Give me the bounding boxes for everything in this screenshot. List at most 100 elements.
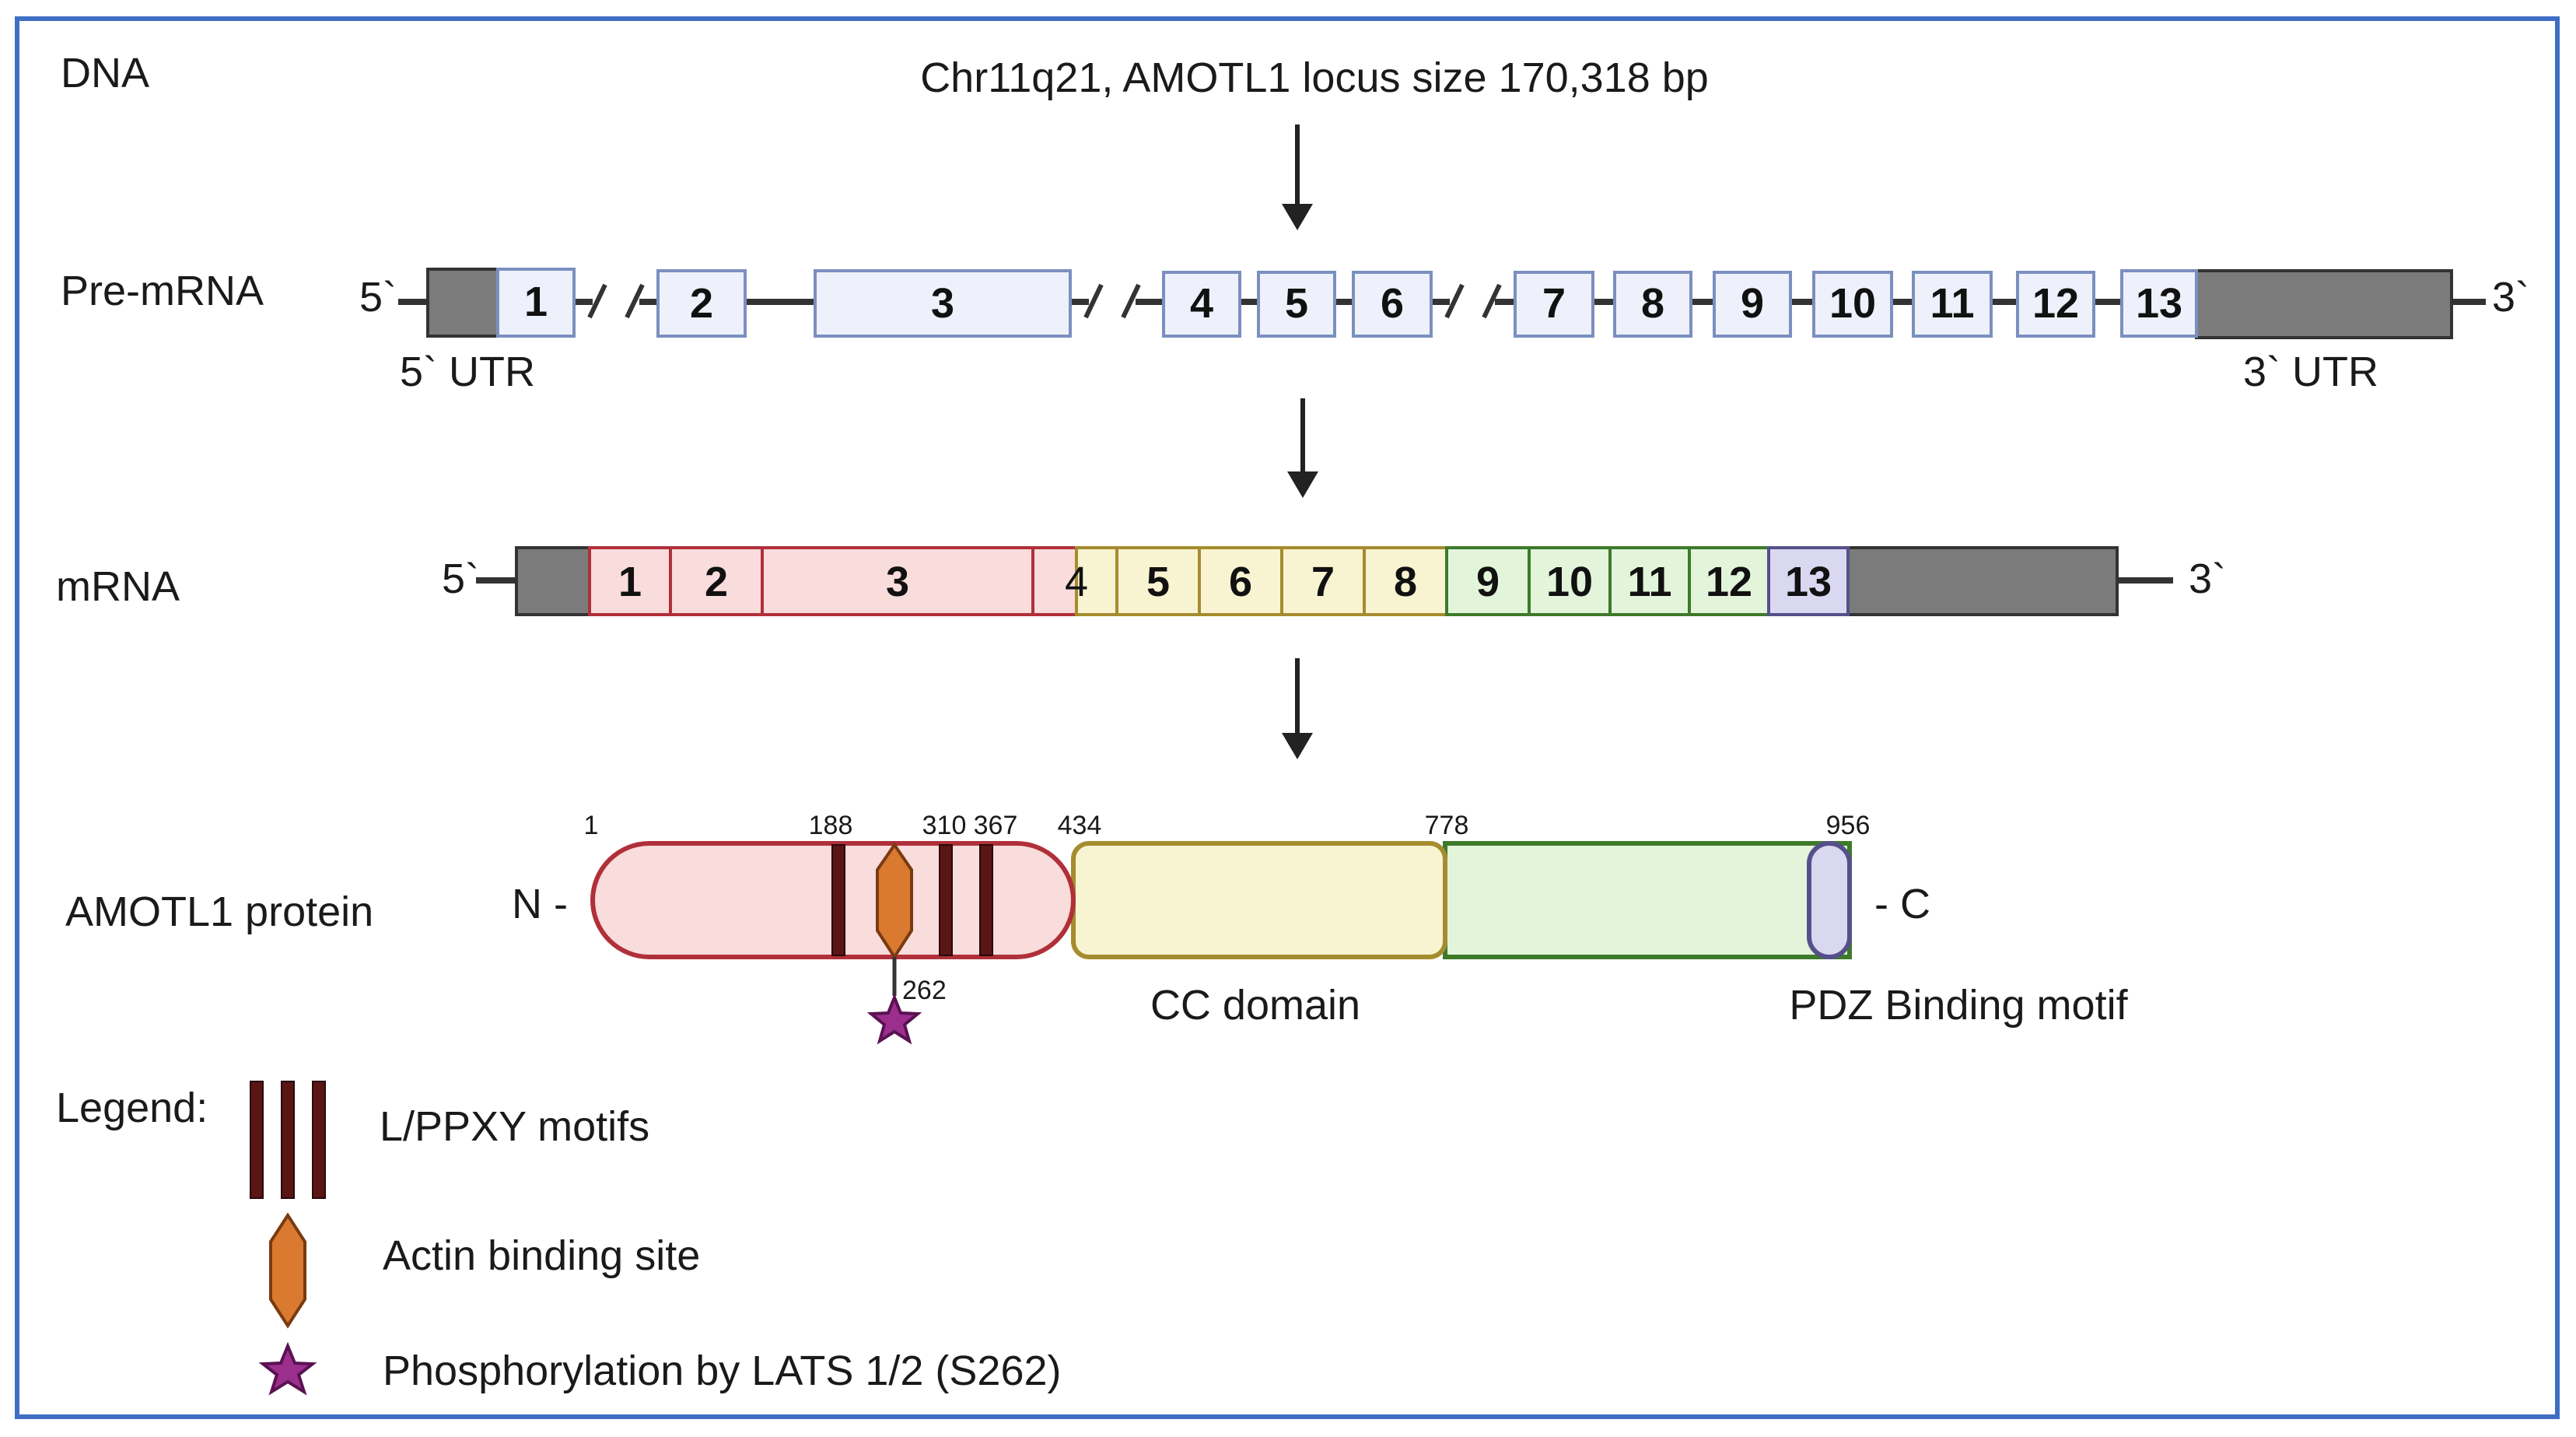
premrna-exon-10 [1812, 271, 1893, 338]
premrna-exon-10-num: 10 [1829, 280, 1876, 327]
premrna-label: Pre-mRNA [61, 268, 264, 314]
mrna-exon-9-num: 9 [1476, 559, 1500, 605]
pos-1: 1 [584, 811, 599, 840]
premrna-utr3-label: 3` UTR [2243, 349, 2378, 395]
premrna-exon-13 [2120, 269, 2198, 338]
pos-956: 956 [1826, 811, 1871, 840]
premrna-exon-3-num: 3 [931, 280, 954, 327]
protein-label: AMOTL1 protein [65, 888, 373, 935]
mrna-exon-2-num: 2 [705, 559, 728, 605]
pos-310: 310 [922, 811, 967, 840]
legend-title: Legend: [56, 1085, 208, 1131]
mrna-exon-7-num: 7 [1311, 559, 1335, 605]
premrna-utr5-block [426, 268, 499, 338]
mrna-exon-4-num: 4 [1065, 559, 1088, 605]
premrna-three-prime: 3` [2492, 274, 2529, 321]
motif-188 [831, 844, 845, 956]
mrna-exon-8-num: 8 [1394, 559, 1417, 605]
outer-frame [15, 16, 2560, 1419]
premrna-exon-11 [1912, 271, 1993, 338]
pos-778: 778 [1425, 811, 1469, 840]
mrna-exon-2 [669, 546, 764, 616]
mrna-exon-8 [1363, 546, 1448, 616]
arrow-mrna-to-protein [1282, 658, 1313, 759]
premrna-exon-13-num: 13 [2136, 280, 2182, 327]
premrna-exon-9 [1713, 271, 1792, 338]
pos-188: 188 [809, 811, 853, 840]
arrow-dna-to-premrna [1282, 124, 1313, 230]
mrna-exon-6-num: 6 [1229, 559, 1252, 605]
mrna-exon-3 [761, 546, 1034, 616]
premrna-exon-7 [1514, 271, 1594, 338]
pos-434: 434 [1058, 811, 1102, 840]
premrna-exon-2-num: 2 [690, 280, 713, 327]
motif-310 [939, 844, 953, 956]
premrna-exon-4-num: 4 [1190, 280, 1213, 327]
legend-actin-icon [269, 1212, 306, 1329]
premrna-exon-numbers: 1 2 3 4 5 6 7 8 9 10 11 12 13 [524, 279, 2182, 327]
protein-position-labels: 1 188 310 367 434 778 956 [584, 811, 1871, 840]
mrna-exon-12 [1688, 546, 1770, 616]
premrna-exon-3 [814, 269, 1072, 338]
dna-label: DNA [61, 50, 149, 96]
legend-actin-label: Actin binding site [383, 1232, 700, 1279]
premrna-five-prime: 5` [359, 274, 397, 321]
premrna-exon-2 [656, 269, 747, 338]
premrna-exon-8-num: 8 [1641, 280, 1664, 327]
mrna-exon-numbers: 1 2 3 4 5 6 7 8 9 10 11 12 13 [618, 559, 1832, 605]
protein-lppxy-motifs [831, 844, 993, 956]
mrna-three-prime: 3` [2189, 556, 2226, 602]
legend-motifs-label: L/PPXY motifs [380, 1103, 649, 1150]
phospho-star-icon [866, 993, 922, 1045]
mrna-exon-1 [588, 546, 672, 616]
mrna-exon-13 [1767, 546, 1850, 616]
mrna-exon-11-num: 11 [1627, 559, 1671, 605]
mrna-exon-5-num: 5 [1146, 559, 1170, 605]
mrna-utr5-block [515, 546, 591, 616]
legend-phospho-star-icon [258, 1341, 317, 1396]
protein-cc-domain-label: CC domain [1150, 982, 1360, 1029]
premrna-exon-1 [496, 268, 576, 338]
mrna-five-prime: 5` [442, 556, 479, 602]
protein-n-term: N - [512, 881, 568, 927]
mrna-utr3-block [1846, 546, 2119, 616]
legend-phospho-label: Phosphorylation by LATS 1/2 (S262) [383, 1348, 1062, 1394]
phospho-position-label: 262 [902, 976, 947, 1005]
premrna-exon-12 [2016, 271, 2095, 338]
protein-cc-domain [1071, 841, 1447, 959]
premrna-exon-5 [1257, 271, 1336, 338]
mrna-exon-10 [1528, 546, 1612, 616]
dna-locus-text: Chr11q21, AMOTL1 locus size 170,318 bp [920, 54, 1709, 101]
protein-c-term: - C [1874, 881, 1930, 927]
premrna-exon-4 [1162, 271, 1241, 338]
premrna-utr3-block [2195, 269, 2453, 339]
mrna-exons [588, 546, 1850, 616]
premrna-exon-8 [1613, 271, 1692, 338]
mrna-exon-3-num: 3 [886, 559, 909, 605]
protein-pdz-motif [1807, 841, 1852, 959]
premrna-exon-7-num: 7 [1542, 280, 1566, 327]
mrna-exon-6 [1198, 546, 1283, 616]
legend-motifs-icon [250, 1081, 326, 1199]
premrna-exon-6-num: 6 [1381, 280, 1404, 327]
premrna-exon-12-num: 12 [2032, 280, 2079, 327]
mrna-label: mRNA [56, 563, 180, 610]
premrna-exon-5-num: 5 [1285, 280, 1308, 327]
premrna-exon-9-num: 9 [1741, 280, 1764, 327]
premrna-exons [496, 268, 2198, 338]
premrna-intron-breaks [587, 283, 1502, 319]
mrna-exon-12-num: 12 [1706, 559, 1752, 605]
arrow-premrna-to-mrna [1287, 398, 1318, 498]
protein-actin-binding-site [876, 842, 913, 960]
premrna-exon-11-num: 11 [1930, 280, 1974, 327]
protein-green-domain [1443, 841, 1852, 959]
pos-367: 367 [974, 811, 1018, 840]
premrna-exon-1-num: 1 [524, 279, 548, 325]
mrna-exon-1-num: 1 [618, 559, 642, 605]
motif-367 [979, 844, 993, 956]
premrna-exon-6 [1352, 271, 1433, 338]
mrna-exon-13-num: 13 [1785, 559, 1832, 605]
premrna-utr5-label: 5` UTR [400, 349, 535, 395]
protein-pdz-label: PDZ Binding motif [1789, 982, 2128, 1029]
